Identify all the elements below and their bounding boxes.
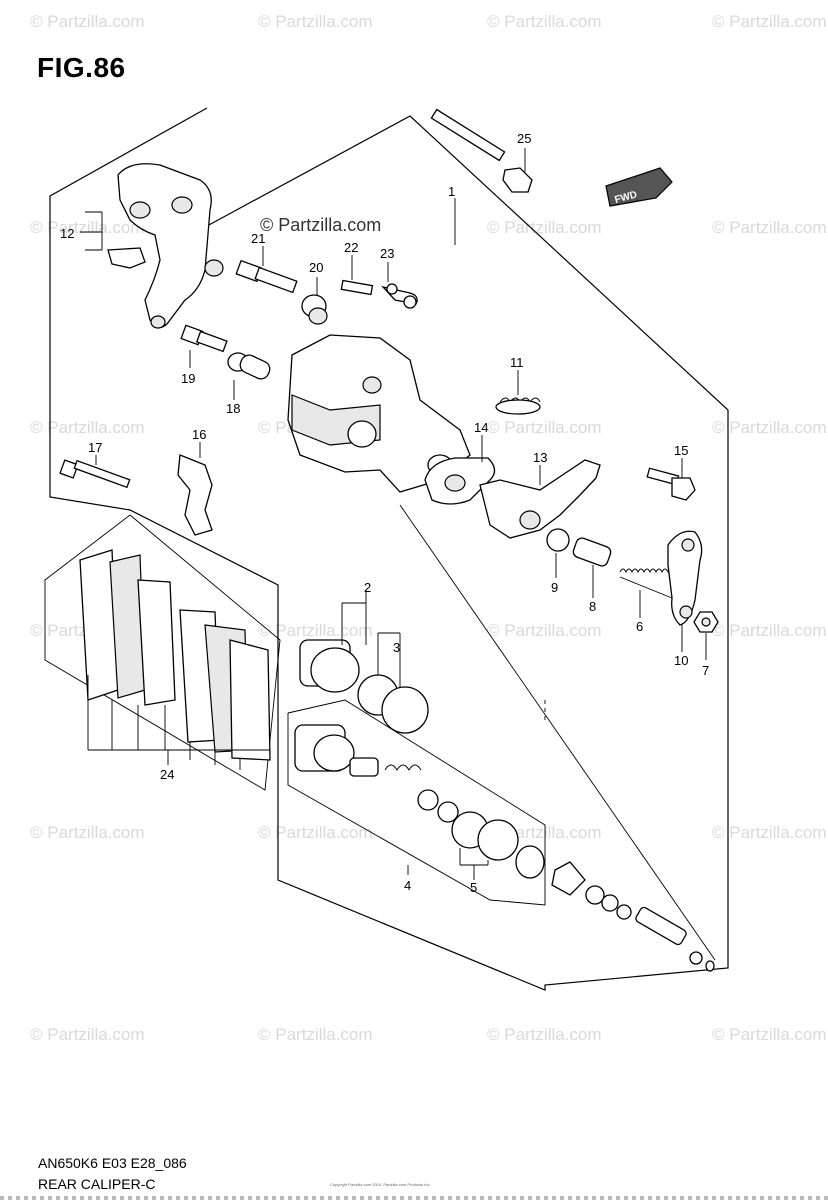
- callout-22: 22: [344, 240, 358, 255]
- callout-6: 6: [636, 619, 643, 634]
- watermark: © Partzilla.com: [258, 12, 373, 31]
- page-edge: [0, 1196, 828, 1200]
- bolt-15: [646, 467, 696, 501]
- circlip-4: [515, 845, 545, 879]
- leader-line: [399, 504, 716, 961]
- spring-16: [177, 454, 213, 536]
- watermark: © Partzilla.com: [712, 823, 827, 842]
- copyright-note: Copyright Partzilla.com 2024. Partzilla.…: [330, 1182, 431, 1187]
- callout-14: 14: [474, 420, 488, 435]
- callout-11: 11: [510, 355, 524, 370]
- watermark: © Partzilla.com: [487, 621, 602, 640]
- callout-16: 16: [192, 427, 206, 442]
- guide-pin-bolt: [235, 259, 298, 294]
- clip-23: [381, 283, 418, 309]
- piston-kit-frame: [287, 699, 546, 906]
- piston-2: [299, 639, 360, 693]
- bleeder-22: [340, 279, 374, 296]
- watermark: © Partzilla.com: [487, 418, 602, 437]
- caliper-bracket: [117, 163, 224, 329]
- watermark: © Partzilla.com: [258, 1025, 373, 1044]
- watermark: © Partzilla.com: [712, 1025, 827, 1044]
- callout-18: 18: [226, 401, 240, 416]
- watermark: © Partzilla.com: [30, 418, 145, 437]
- callout-1: 1: [448, 184, 455, 199]
- watermark-prominent: © Partzilla.com: [260, 215, 382, 235]
- watermark: © Partzilla.com: [487, 1025, 602, 1044]
- callout-21: 21: [251, 231, 265, 246]
- watermark: © Partzilla.com: [712, 12, 827, 31]
- callout-4: 4: [404, 878, 411, 893]
- spring-11: [495, 397, 541, 415]
- watermark: © Partzilla.com: [487, 218, 602, 237]
- callout-10: 10: [674, 653, 688, 668]
- watermark: © Partzilla.com: [30, 218, 145, 237]
- boot-20: [301, 294, 328, 325]
- caliper-body: [287, 334, 471, 493]
- pad-spring: [107, 247, 146, 269]
- callout-25: 25: [517, 131, 531, 146]
- adjuster-assembly: [551, 861, 715, 972]
- adjuster-6: [619, 568, 675, 599]
- callout-20: 20: [309, 260, 323, 275]
- callout-17: 17: [88, 440, 102, 455]
- callout-8: 8: [589, 599, 596, 614]
- callout-5: 5: [470, 880, 477, 895]
- callout-15: 15: [674, 443, 688, 458]
- callout-19: 19: [181, 371, 195, 386]
- watermark: © Partzilla.com: [487, 12, 602, 31]
- nut-7: [693, 611, 719, 633]
- sleeve-18: [227, 352, 271, 380]
- seal-3b: [381, 686, 429, 734]
- lever-13: [479, 459, 601, 539]
- watermark: © Partzilla.com: [258, 823, 373, 842]
- piston-kit-4: [294, 724, 459, 823]
- figure-title: FIG.86: [37, 52, 126, 83]
- gasket-14: [424, 457, 496, 505]
- bolt-25: [430, 108, 533, 193]
- figure-caption: REAR CALIPER-C: [38, 1176, 156, 1192]
- callout-12: 12: [60, 226, 74, 241]
- bolt-19: [180, 324, 228, 353]
- callout-9: 9: [551, 580, 558, 595]
- fwd-arrow-icon: FWD: [605, 167, 673, 207]
- assembly-frame: [49, 107, 729, 991]
- seal-8: [572, 537, 612, 567]
- arm-10: [667, 530, 703, 626]
- callout-3: 3: [393, 640, 400, 655]
- callout-23: 23: [380, 246, 394, 261]
- watermark: © Partzilla.com: [30, 1025, 145, 1044]
- watermark: © Partzilla.com: [30, 823, 145, 842]
- watermark: © Partzilla.com: [258, 621, 373, 640]
- leader-lines: [80, 148, 707, 880]
- watermark: © Partzilla.com: [712, 218, 827, 237]
- callout-13: 13: [533, 450, 547, 465]
- callout-7: 7: [702, 663, 709, 678]
- o-ring-9: [546, 528, 570, 552]
- watermark: © Partzilla.com: [712, 621, 827, 640]
- seal-5b: [477, 819, 519, 861]
- callout-2: 2: [364, 580, 371, 595]
- brake-pads: [79, 549, 271, 761]
- figure-code: AN650K6 E03 E28_086: [38, 1155, 187, 1171]
- pin-17: [59, 459, 131, 489]
- watermark: © Partzilla.com: [712, 418, 827, 437]
- watermark: © Partzilla.com: [30, 12, 145, 31]
- callout-24: 24: [160, 767, 174, 782]
- pad-set-frame: [44, 514, 281, 791]
